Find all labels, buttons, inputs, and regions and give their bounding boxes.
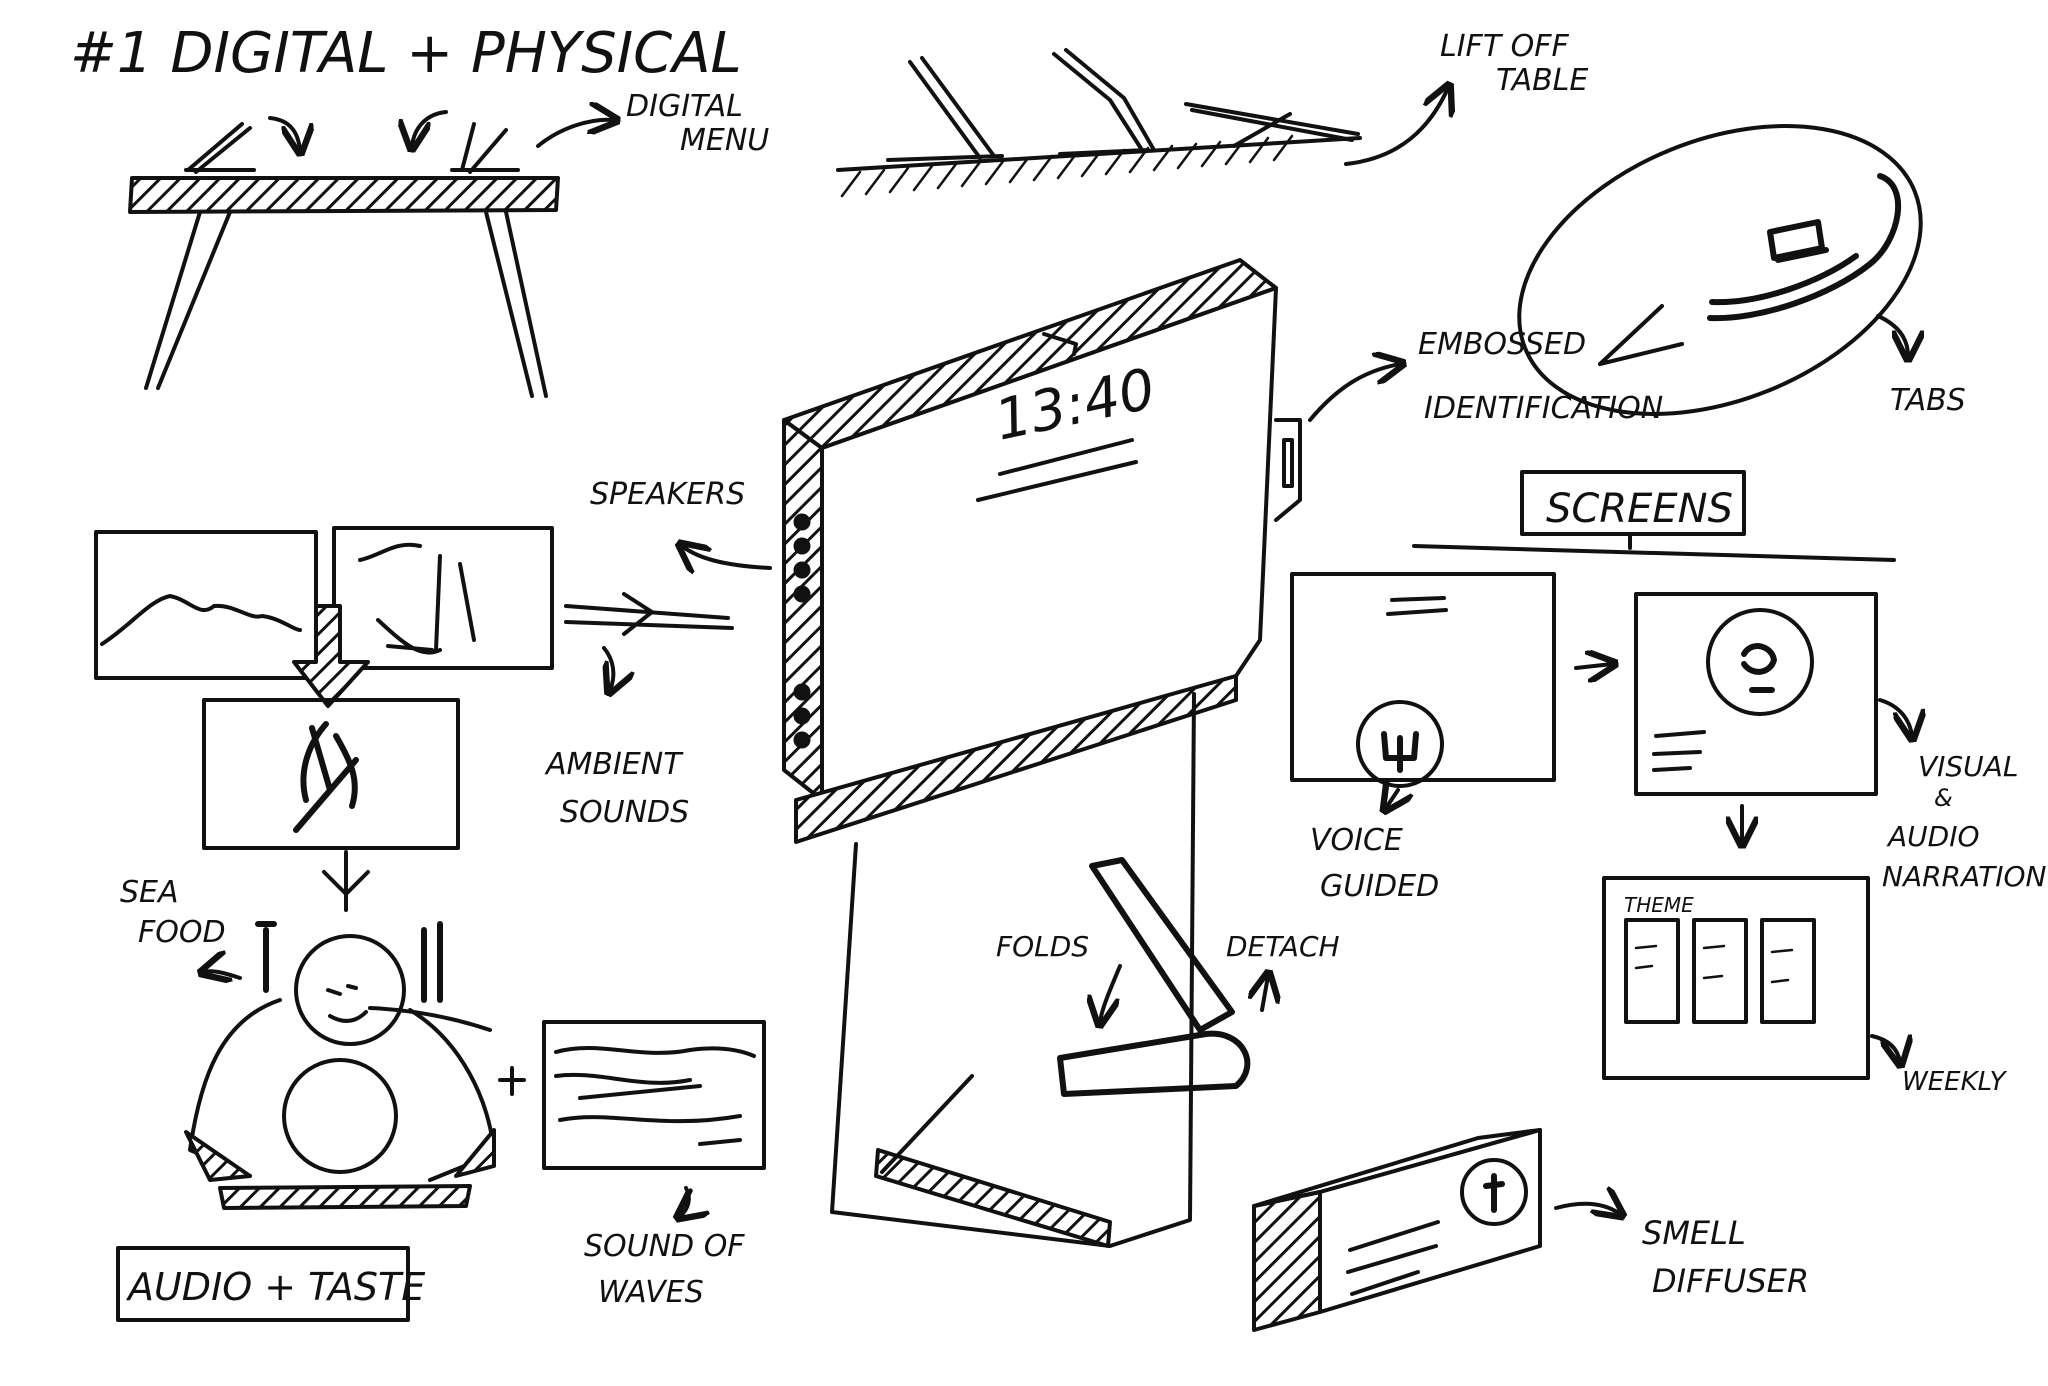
label-screens: SCREENS [1546, 486, 1733, 532]
screen-voice [1290, 572, 1556, 808]
screen-visual [1634, 592, 1912, 842]
label-visual: VISUAL [1918, 750, 2018, 783]
screens-bracket [1412, 532, 1896, 562]
table-sketch [128, 112, 614, 398]
label-theme: THEME [1624, 893, 1694, 917]
label-sea: SEA [120, 875, 179, 910]
label-identification: IDENTIFICATION [1424, 391, 1663, 426]
diner-scene [184, 921, 496, 1210]
lift-off-sequence [836, 48, 1448, 198]
label-digital: DIGITAL [626, 89, 743, 124]
label-narration: NARRATION [1882, 860, 2047, 893]
tabs-detail [1517, 124, 1964, 416]
page-title: #1 DIGITAL + PHYSICAL [70, 21, 742, 86]
label-weekly: WEEKLY [1902, 1067, 2008, 1097]
label-voice: VOICE [1310, 823, 1403, 858]
waves-panel [542, 1020, 766, 1216]
label-speakers: SPEAKERS [590, 477, 745, 512]
screens-box [1520, 470, 1746, 536]
audio-taste-box [116, 1246, 410, 1322]
label-sound-of: SOUND OF [584, 1229, 745, 1264]
label-folds: FOLDS [996, 930, 1089, 963]
arrow-to-speakers [682, 546, 772, 568]
label-embossed: EMBOSSED [1418, 327, 1586, 362]
label-guided: GUIDED [1320, 869, 1439, 904]
label-sounds: SOUNDS [560, 795, 689, 830]
label-ampersand: & [1934, 784, 1953, 812]
label-ambient: AMBIENT [544, 747, 684, 782]
label-menu: MENU [680, 123, 769, 158]
label-table: TABLE [1496, 63, 1588, 98]
label-audio-taste: AUDIO + TASTE [125, 1265, 425, 1309]
label-waves: WAVES [598, 1275, 704, 1310]
main-device [782, 258, 1302, 1248]
smell-diffuser [1252, 1128, 1620, 1332]
plus-sign [498, 1066, 526, 1096]
arrow-voice-to-visual [1574, 664, 1612, 668]
label-smell: SMELL [1642, 1214, 1746, 1252]
screen-theme [1602, 876, 1900, 1080]
ambient-scenes [94, 526, 734, 912]
arrow-to-embossed [1308, 364, 1400, 422]
label-audio: AUDIO [1886, 820, 1980, 853]
label-diffuser: DIFFUSER [1652, 1262, 1809, 1300]
label-lift-off: LIFT OFF [1440, 29, 1570, 64]
label-tabs: TABS [1890, 383, 1966, 418]
label-detach: DETACH [1226, 930, 1340, 963]
label-food: FOOD [138, 915, 226, 950]
